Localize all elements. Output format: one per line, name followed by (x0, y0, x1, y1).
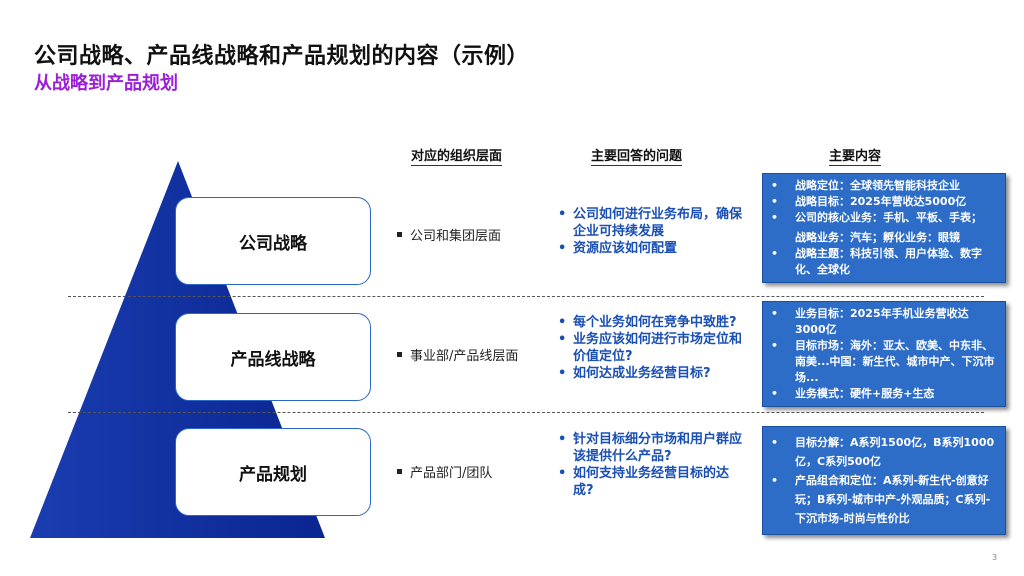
org-level-2: 事业部/产品线层面 (397, 345, 518, 364)
org-level-text: 公司和集团层面 (410, 229, 502, 244)
bullet-square-icon (397, 469, 402, 474)
question-item: 资源应该如何配置 (556, 240, 746, 257)
bullet-square-icon (397, 352, 402, 357)
header-content: 主要内容 (829, 145, 882, 166)
questions-list-2: 每个业务如何在竞争中致胜? 业务应该如何进行市场定位和价值定位? 如何达成业务经… (556, 314, 746, 382)
content-box-1: 战略定位：全球领先智能科技企业 战略目标：2025年营收达5000亿 公司的核心… (762, 173, 1006, 283)
divider-line (68, 296, 984, 297)
level-box-company-strategy: 公司战略 (175, 197, 371, 285)
org-level-text: 产品部门/团队 (410, 466, 493, 481)
content-box-2: 业务目标：2025年手机业务营收达3000亿 目标市场：海外：亚太、欧美、中东非… (762, 301, 1006, 407)
question-item: 每个业务如何在竞争中致胜? (556, 314, 746, 331)
content-item: 目标分解：A系列1500亿，B系列1000亿，C系列500亿 (769, 433, 999, 471)
page-subtitle: 从战略到产品规划 (34, 73, 178, 94)
page-title: 公司战略、产品线战略和产品规划的内容（示例） (34, 44, 530, 69)
content-item: 战略目标：2025年营收达5000亿 (769, 194, 999, 210)
question-item: 如何达成业务经营目标? (556, 365, 746, 382)
content-box-3: 目标分解：A系列1500亿，B系列1000亿，C系列500亿 产品组合和定位：A… (762, 426, 1006, 535)
org-level-text: 事业部/产品线层面 (410, 349, 519, 364)
divider-line (68, 412, 984, 413)
level-box-product-planning: 产品规划 (175, 428, 371, 516)
content-item: 战略业务：汽车；孵化业务：眼镜 (795, 231, 960, 244)
org-level-1: 公司和集团层面 (397, 225, 501, 244)
question-item: 公司如何进行业务布局，确保企业可持续发展 (556, 206, 746, 240)
question-item: 针对目标细分市场和用户群应该提供什么产品? (556, 431, 746, 465)
content-item: 业务模式：硬件+服务+生态 (769, 386, 999, 402)
header-questions: 主要回答的问题 (591, 145, 683, 166)
page-number: 3 (992, 553, 998, 562)
question-item: 如何支持业务经营目标的达成? (556, 465, 746, 499)
content-item: 业务目标：2025年手机业务营收达3000亿 (769, 306, 999, 338)
questions-list-3: 针对目标细分市场和用户群应该提供什么产品? 如何支持业务经营目标的达成? (556, 431, 746, 499)
content-item: 战略定位：全球领先智能科技企业 (769, 178, 999, 194)
content-item: 目标市场：海外：亚太、欧美、中东非、南美...中国：新生代、城市中产、下沉市场.… (769, 338, 999, 386)
org-level-3: 产品部门/团队 (397, 462, 492, 481)
bullet-square-icon (397, 232, 402, 237)
level-box-product-line-strategy: 产品线战略 (175, 313, 371, 401)
questions-list-1: 公司如何进行业务布局，确保企业可持续发展 资源应该如何配置 (556, 206, 746, 257)
header-org: 对应的组织层面 (411, 145, 503, 166)
content-item: 公司的核心业务：手机、平板、手表； (769, 210, 999, 226)
content-item: 战略主题：科技引领、用户体验、数字化、全球化 (769, 246, 999, 278)
content-item: 产品组合和定位：A系列-新生代-创意好玩；B系列-城市中产-外观品质；C系列-下… (769, 471, 999, 528)
question-item: 业务应该如何进行市场定位和价值定位? (556, 331, 746, 365)
